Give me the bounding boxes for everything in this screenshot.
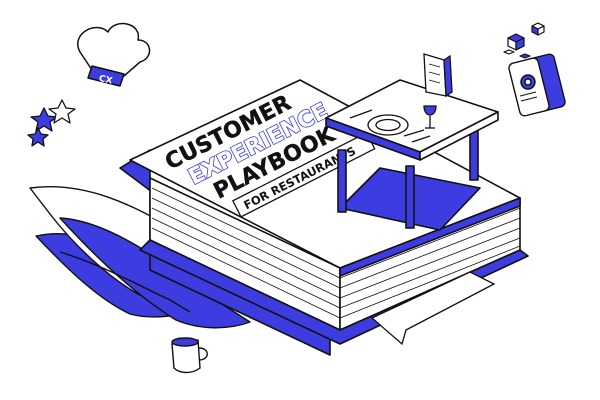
wine-glass-icon bbox=[423, 105, 437, 129]
smartphone-icon bbox=[508, 53, 566, 117]
chef-hat-icon: CX bbox=[77, 22, 151, 87]
chef-hat-label: CX bbox=[98, 74, 113, 87]
paper-strip bbox=[370, 271, 496, 346]
plate-icon bbox=[367, 114, 409, 136]
menu-card-icon bbox=[423, 53, 453, 98]
coffee-mug-icon bbox=[171, 337, 208, 374]
spoon-icon bbox=[411, 135, 431, 143]
stars-icon bbox=[27, 99, 76, 147]
table-setting bbox=[349, 53, 453, 143]
dice-icon bbox=[503, 22, 545, 59]
dining-table bbox=[325, 79, 499, 231]
knife-icon bbox=[403, 129, 425, 137]
fork-icon bbox=[349, 109, 373, 119]
